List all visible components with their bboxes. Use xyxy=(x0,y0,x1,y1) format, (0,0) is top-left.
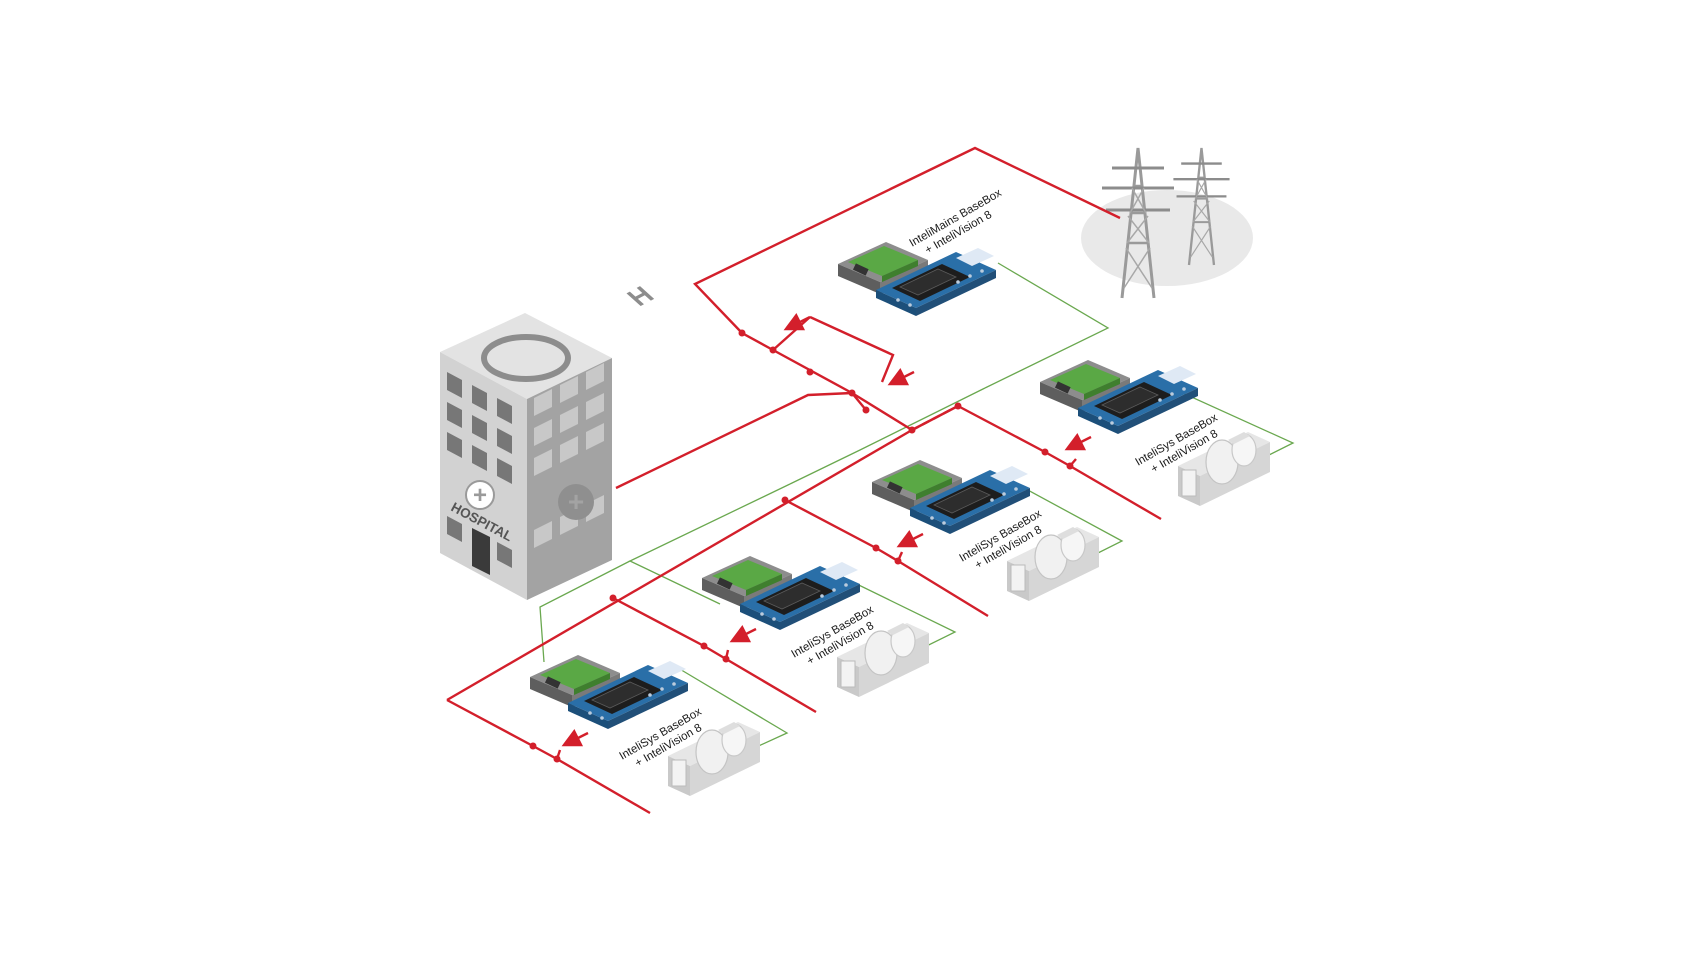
controller-module-icon xyxy=(701,555,861,631)
genset-controller-3 xyxy=(701,555,861,631)
controller-module-icon xyxy=(871,459,1031,535)
cross-emblem: + xyxy=(473,482,487,509)
arrow-icon xyxy=(561,313,1092,747)
mains-controller xyxy=(837,241,997,317)
genset-controller-2 xyxy=(871,459,1031,535)
genset-controller-4 xyxy=(529,654,689,730)
power-lines xyxy=(446,146,1162,815)
controller-module-icon xyxy=(529,654,689,730)
roof-letter: H xyxy=(621,282,661,311)
mains-label: InteliMains BaseBox + InteliVision 8 xyxy=(908,187,1004,257)
genset-controller-1 xyxy=(1039,359,1199,435)
control-lines xyxy=(539,262,1295,771)
cross-emblem-side: + xyxy=(568,486,584,517)
controller-module-icon xyxy=(837,241,997,317)
grid-ground xyxy=(1081,190,1253,286)
bus-coupling-dashed xyxy=(911,404,959,432)
controller-module-icon xyxy=(1039,359,1199,435)
hospital-building: H xyxy=(440,282,660,600)
switch-icon xyxy=(529,329,1074,763)
